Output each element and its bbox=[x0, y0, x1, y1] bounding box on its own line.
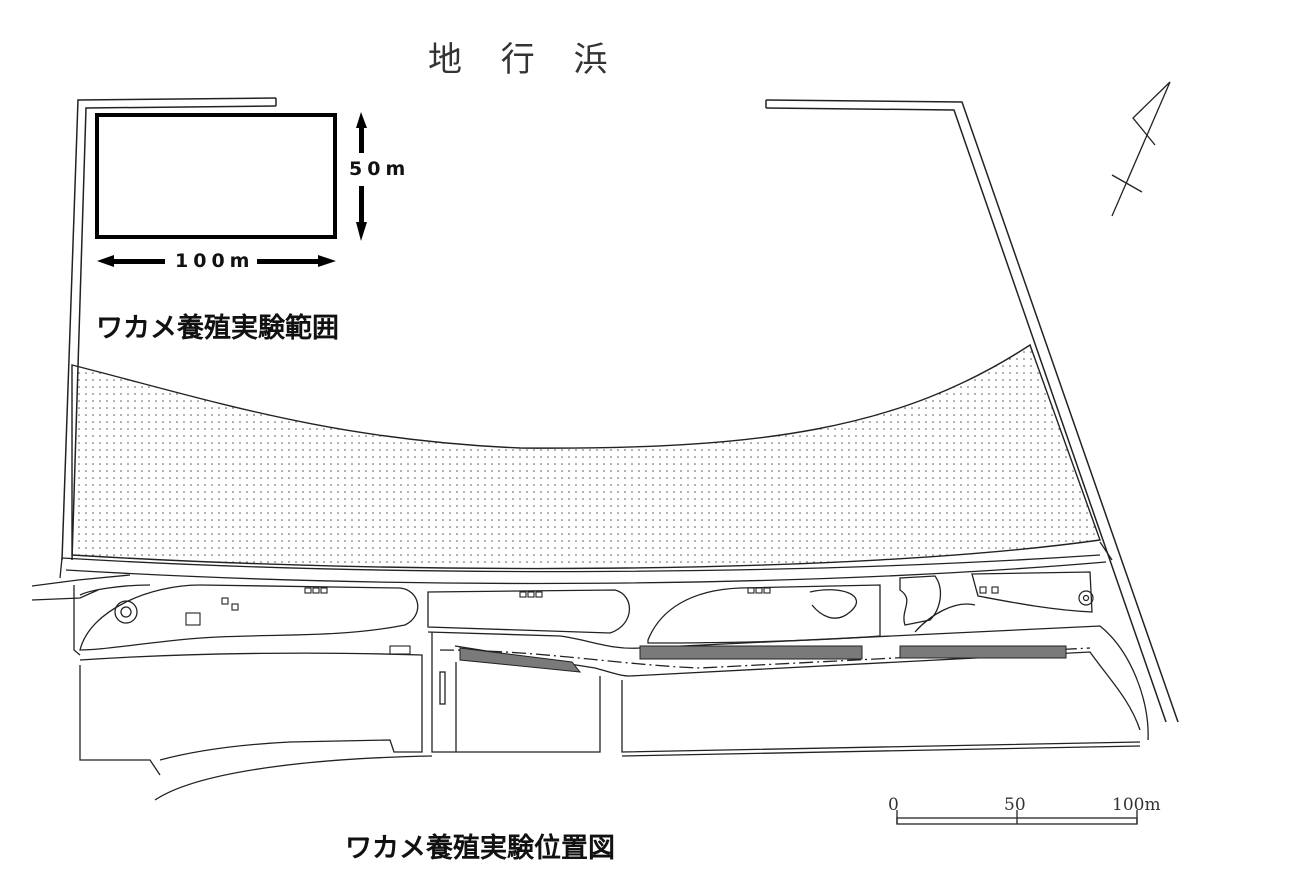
parking-strips bbox=[459, 645, 1067, 673]
fountain-right bbox=[1078, 590, 1094, 606]
scale-bar bbox=[896, 810, 1138, 825]
main-road bbox=[427, 625, 1149, 753]
left-seawall bbox=[61, 97, 277, 561]
experiment-range-box bbox=[95, 113, 337, 239]
scale-tick-0: 0 bbox=[888, 795, 899, 815]
map-caption: ワカメ養殖実験位置図 bbox=[345, 833, 615, 864]
small-buildings bbox=[185, 586, 999, 655]
left-entrance-road bbox=[31, 574, 151, 656]
map-title: 地 行 浜 bbox=[428, 40, 622, 80]
promenade bbox=[59, 541, 1113, 585]
experiment-range-label: ワカメ養殖実験範囲 bbox=[96, 313, 339, 344]
scale-tick-100: 100m bbox=[1112, 795, 1161, 815]
park-lot-5 bbox=[971, 571, 1093, 613]
park-lot-4 bbox=[899, 575, 942, 626]
scale-tick-50: 50 bbox=[1004, 795, 1026, 815]
horizontal-arrow-icon bbox=[97, 255, 336, 267]
north-arrow-icon bbox=[1111, 81, 1171, 217]
park-lot-5-curve bbox=[914, 603, 976, 633]
width-dimension-label: 100m bbox=[172, 250, 258, 272]
height-dimension-label: 50m bbox=[349, 158, 411, 180]
park-lot-3-notch bbox=[809, 589, 858, 619]
park-lot-1 bbox=[79, 584, 419, 651]
vertical-arrow-icon bbox=[356, 112, 367, 241]
lower-plots bbox=[79, 652, 1141, 801]
right-seawall bbox=[765, 99, 1179, 723]
park-lot-3 bbox=[647, 584, 881, 644]
park-lot-2 bbox=[427, 589, 631, 634]
fountain-left bbox=[114, 600, 138, 624]
sand-area bbox=[71, 343, 1101, 570]
